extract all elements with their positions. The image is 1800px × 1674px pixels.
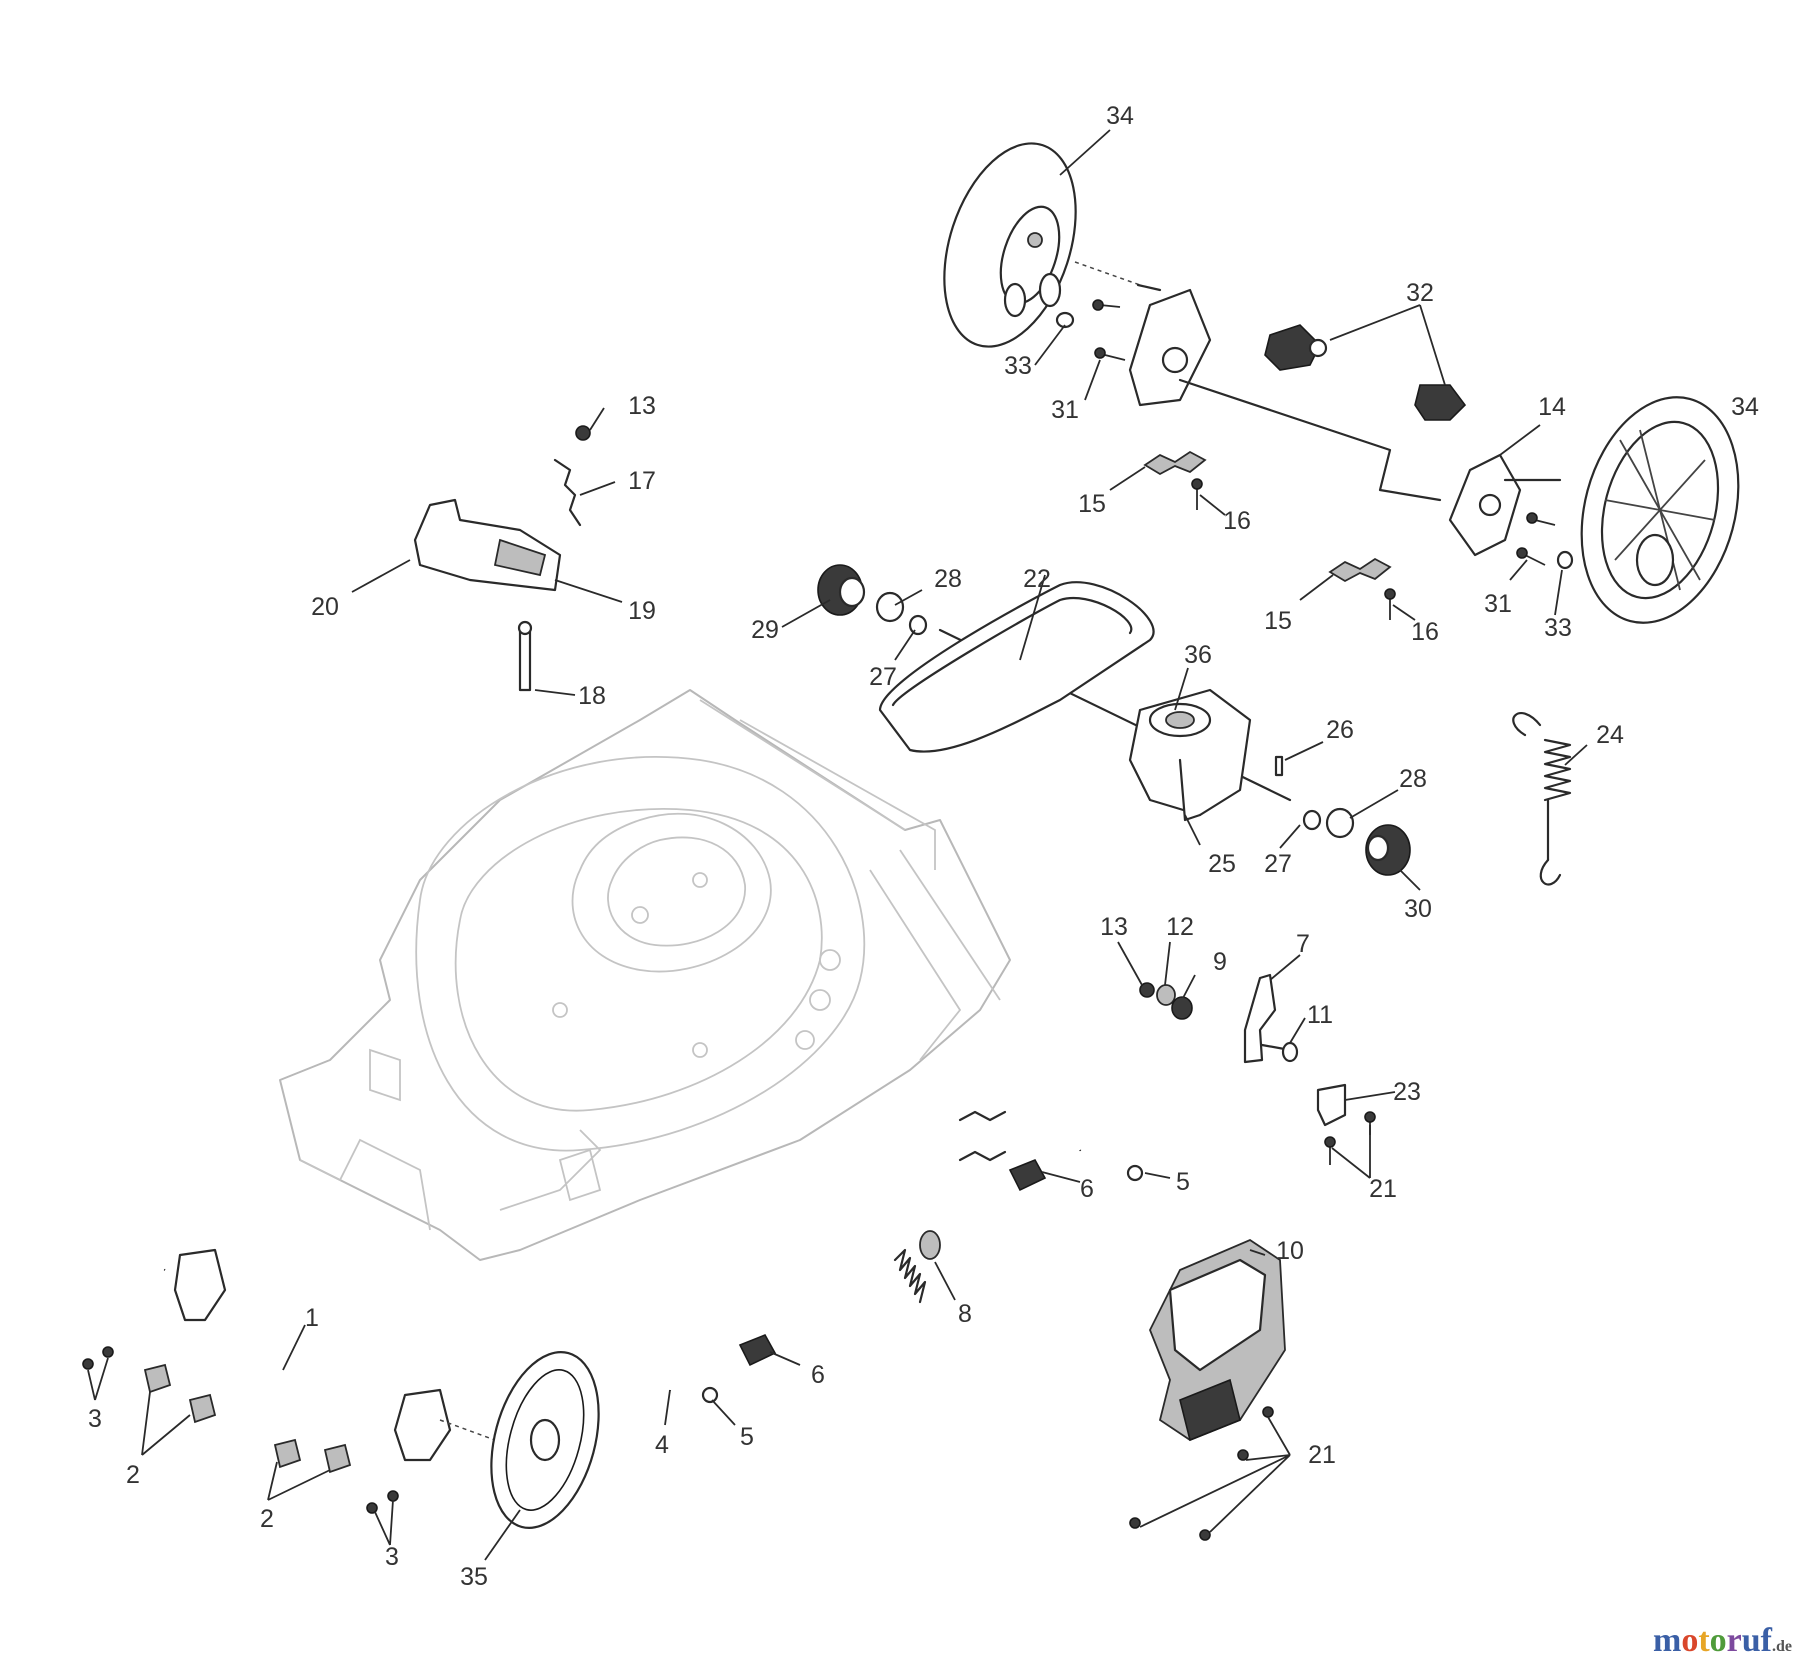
callout-25: 25 bbox=[1208, 850, 1236, 878]
watermark-letter: m bbox=[1653, 1622, 1682, 1659]
clips-6-screws-5 bbox=[701, 1158, 1144, 1404]
callout-15-mid: 15 bbox=[1264, 607, 1292, 635]
clips-15-screws-16 bbox=[1143, 450, 1396, 620]
screws-31-washers-33-right bbox=[1516, 512, 1574, 570]
callout-2-right: 2 bbox=[260, 1505, 274, 1533]
callout-27-right: 27 bbox=[1264, 850, 1292, 878]
callout-6-top: 6 bbox=[1080, 1175, 1094, 1203]
watermark-letter: uf bbox=[1741, 1622, 1772, 1659]
callout-33-top: 33 bbox=[1004, 352, 1032, 380]
callout-26: 26 bbox=[1326, 716, 1354, 744]
callout-32: 32 bbox=[1406, 279, 1434, 307]
callout-12: 12 bbox=[1166, 913, 1194, 941]
rear-axle-assembly bbox=[1128, 283, 1562, 557]
callout-13-top: 13 bbox=[628, 392, 656, 420]
callout-11: 11 bbox=[1307, 1001, 1333, 1029]
callout-28-left: 28 bbox=[934, 565, 962, 593]
callout-28-right: 28 bbox=[1399, 765, 1427, 793]
callout-2-left: 2 bbox=[126, 1461, 140, 1489]
watermark-letter: t bbox=[1698, 1622, 1710, 1659]
callout-21-top: 21 bbox=[1369, 1175, 1397, 1203]
callout-4: 4 bbox=[655, 1431, 669, 1459]
callout-9: 9 bbox=[1213, 948, 1227, 976]
callout-5-top: 5 bbox=[1176, 1168, 1190, 1196]
callout-10: 10 bbox=[1276, 1237, 1304, 1265]
drive-shaft-belt-gearbox bbox=[878, 581, 1292, 822]
callout-29: 29 bbox=[751, 616, 779, 644]
callout-8: 8 bbox=[958, 1300, 972, 1328]
front-wheel-35 bbox=[490, 1351, 600, 1529]
callout-13-mid: 13 bbox=[1100, 913, 1128, 941]
callout-17: 17 bbox=[628, 467, 656, 495]
callout-21-bottom: 21 bbox=[1308, 1441, 1336, 1469]
bracket-7-pin-11 bbox=[1243, 973, 1299, 1064]
callout-27-left: 27 bbox=[869, 663, 897, 691]
clips-2-screws-3 bbox=[82, 1346, 399, 1514]
callout-3-right: 3 bbox=[385, 1543, 399, 1571]
bushings-left bbox=[817, 564, 928, 636]
callout-15-top: 15 bbox=[1078, 490, 1106, 518]
watermark-letter: r bbox=[1726, 1622, 1742, 1659]
rear-cover-10 bbox=[1129, 1238, 1286, 1541]
spring-8 bbox=[893, 1230, 941, 1304]
callout-5-bottom: 5 bbox=[740, 1423, 754, 1451]
callout-30: 30 bbox=[1404, 895, 1432, 923]
watermark-letter: o bbox=[1709, 1622, 1727, 1659]
callout-22: 22 bbox=[1023, 565, 1051, 593]
mower-deck bbox=[279, 689, 1011, 1261]
rear-wheel-34-top bbox=[943, 142, 1141, 348]
screws-31-washers-33-top bbox=[1055, 299, 1126, 361]
callout-19: 19 bbox=[628, 597, 656, 625]
callout-36: 36 bbox=[1184, 641, 1212, 669]
callout-6-bottom: 6 bbox=[811, 1361, 825, 1389]
motoruf-watermark: motoruf.de bbox=[1653, 1622, 1792, 1660]
callout-3-left: 3 bbox=[88, 1405, 102, 1433]
callout-labels: 34 32 33 31 14 34 15 16 31 33 15 16 13 1… bbox=[88, 102, 1759, 1591]
spring-24 bbox=[1512, 712, 1572, 886]
callout-14: 14 bbox=[1538, 393, 1566, 421]
drive-pawls-32 bbox=[1264, 324, 1467, 421]
height-adjust-rod-4 bbox=[666, 1070, 1084, 1392]
callout-18: 18 bbox=[578, 682, 606, 710]
callout-34-top: 34 bbox=[1106, 102, 1134, 130]
callout-33-right: 33 bbox=[1544, 614, 1572, 642]
watermark-suffix: .de bbox=[1772, 1638, 1792, 1655]
watermark-letter: o bbox=[1681, 1622, 1699, 1659]
bushings-right bbox=[1302, 807, 1411, 876]
callout-23: 23 bbox=[1393, 1078, 1421, 1106]
callout-16-top: 16 bbox=[1223, 507, 1251, 535]
nut-washer-spring-small bbox=[1139, 982, 1193, 1020]
rear-wheel-34-right bbox=[1580, 396, 1740, 624]
callout-20: 20 bbox=[311, 593, 339, 621]
front-axle-1 bbox=[163, 1248, 496, 1462]
callout-24: 24 bbox=[1596, 721, 1624, 749]
height-lever-parts bbox=[413, 425, 591, 692]
callout-16-mid: 16 bbox=[1411, 618, 1439, 646]
callout-34-right: 34 bbox=[1731, 393, 1759, 421]
callout-7: 7 bbox=[1296, 930, 1310, 958]
callout-1: 1 bbox=[305, 1304, 319, 1332]
leader-lines bbox=[87, 129, 1588, 1561]
callout-31-top: 31 bbox=[1051, 396, 1079, 424]
callout-31-right: 31 bbox=[1484, 590, 1512, 618]
callout-35: 35 bbox=[460, 1563, 488, 1591]
